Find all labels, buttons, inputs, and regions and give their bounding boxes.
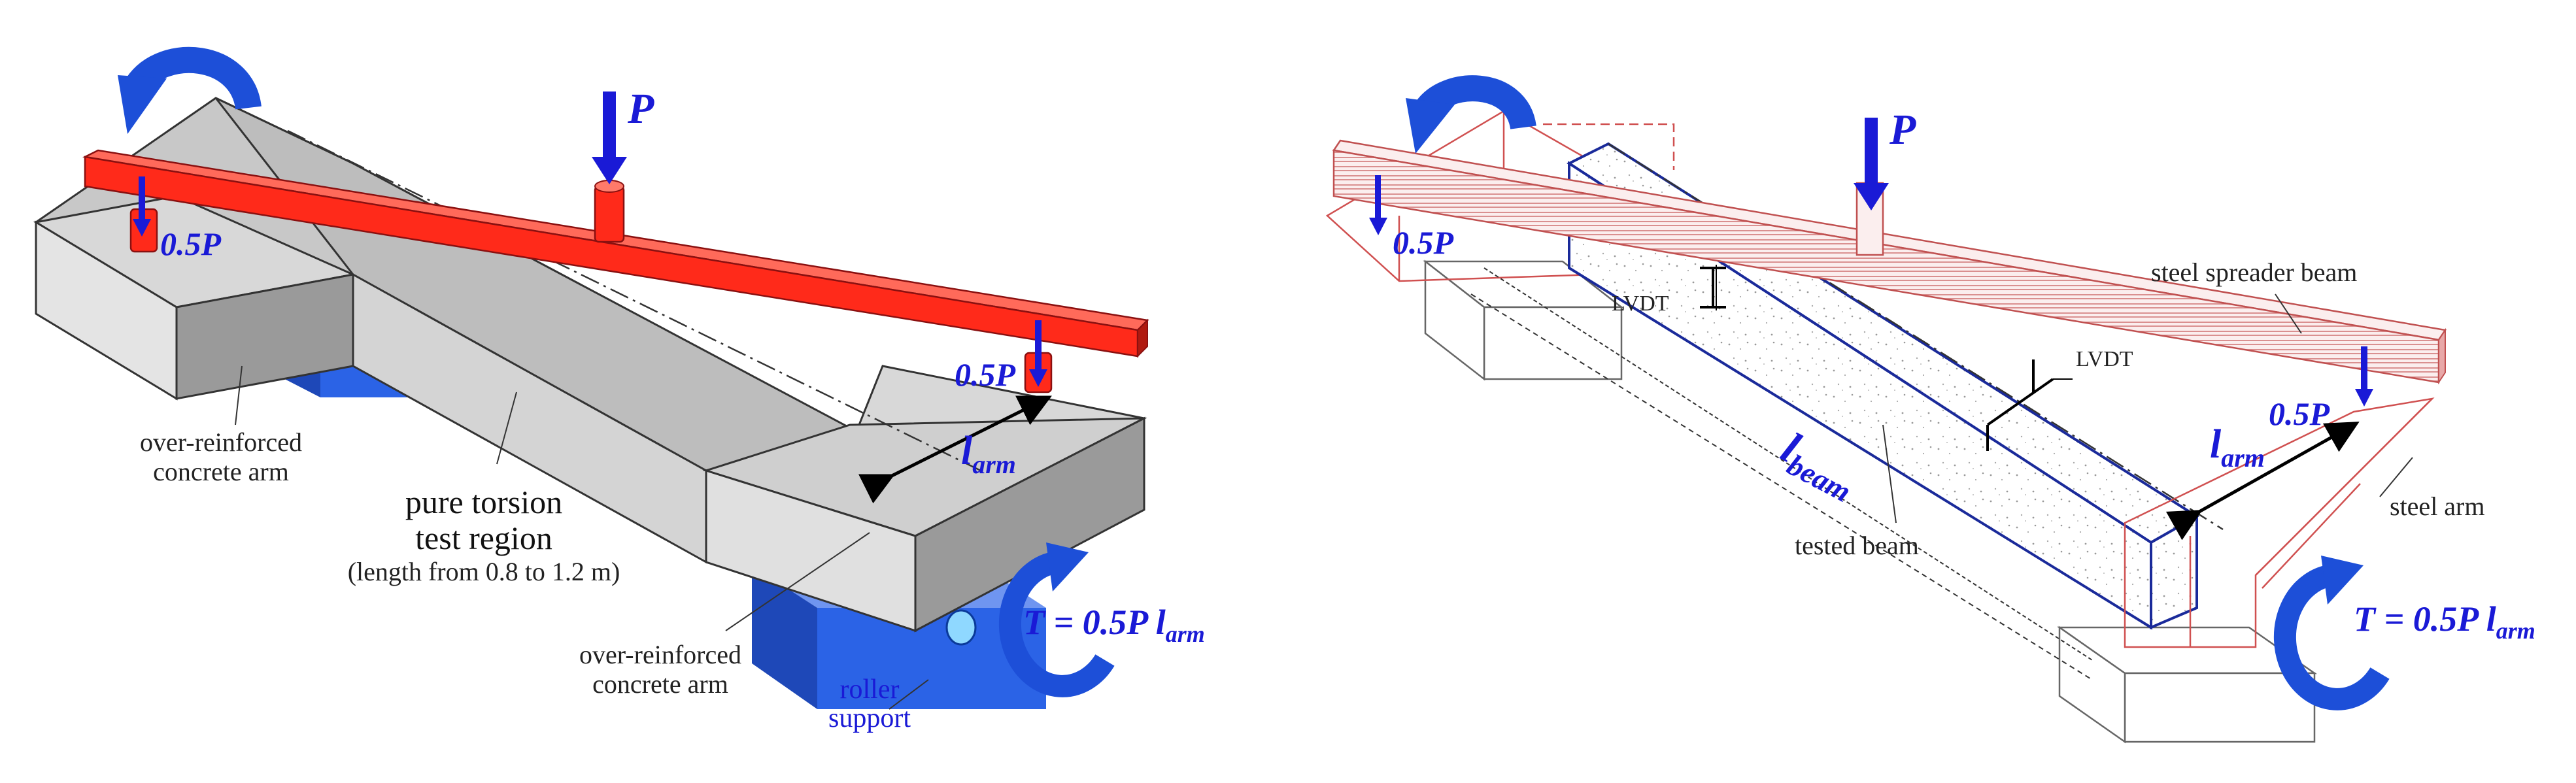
arm-label-bottom-line2: concrete arm [592,669,728,699]
arm-label-top-line2: concrete arm [153,457,289,486]
roller-label-line1: roller [840,675,900,705]
region-label-line1: pure torsion [405,484,562,520]
torque-arrow-left [998,542,1115,697]
load-arrow-left-half-right [1369,175,1387,235]
tested-beam-label: tested beam [1795,531,1919,560]
left-panel: P 0.5P 0.5P larm over-reinforced concret… [33,46,1205,733]
load-label-p-right: P [1889,106,1916,154]
half-load-label-right-right: 0.5P [2269,395,2330,432]
region-label-line2: test region [415,520,552,556]
load-arrow-right-half-right [2355,346,2373,407]
torque-label-right: T = 0.5P larm [2354,599,2535,644]
lvdt-label-2: LVDT [2076,347,2133,371]
spreader-beam-label: steel spreader beam [2151,258,2357,287]
torque-arrow-right [2273,556,2390,710]
arm-length-label: larm [961,429,1016,479]
load-arrow-left-half [133,176,151,237]
arm-dimension-line-right [2165,422,2360,541]
lvdt-label-1: LVDT [1612,292,1669,316]
roller [945,609,977,646]
steel-arm-label: steel arm [2390,491,2485,521]
region-label-line3: (length from 0.8 to 1.2 m) [348,557,620,586]
roller-label-line2: support [828,703,911,733]
arm-dimension-line [858,395,1052,504]
load-arrow-right-half [1029,320,1047,387]
rotation-arrow-top-left-right [1406,75,1536,154]
support-block-right [2057,625,2317,744]
half-load-label-right: 0.5P [955,356,1016,393]
load-pin-center [594,185,625,243]
load-arrow-p-right [1854,118,1889,210]
arm-label-top-line1: over-reinforced [140,427,302,457]
steel-spreader-beam [1332,139,2447,385]
rotation-arrow-top-left [118,46,262,134]
lvdt-1 [1700,265,1726,310]
arm-label-bottom-line1: over-reinforced [579,640,741,669]
lvdt-2 [1986,359,2073,451]
load-label-p: P [627,85,654,133]
load-arrow-p [592,92,627,184]
torque-label-left: T = 0.5P larm [1023,603,1205,647]
right-panel: P 0.5P 0.5P LVDT LVDT steel spreader bea… [1325,75,2535,744]
beam-dimension-line [1483,267,2093,661]
arm-length-label-right: larm [2210,422,2265,473]
half-load-label-left: 0.5P [160,225,222,262]
half-load-label-left-right: 0.5P [1393,224,1454,261]
support-block-left [1423,259,1624,381]
